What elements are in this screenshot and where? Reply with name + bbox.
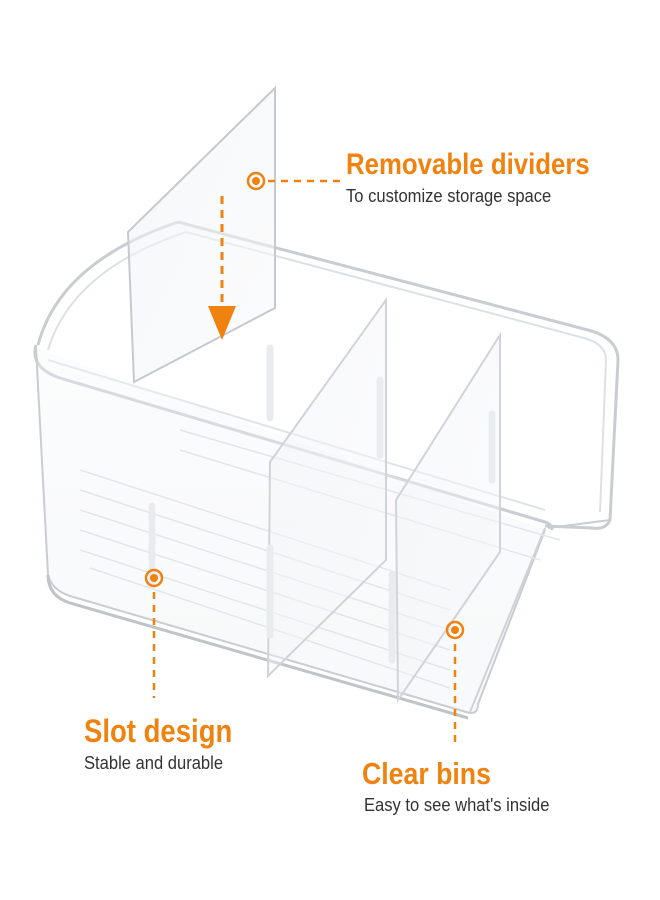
callout-marker-slot — [144, 568, 164, 698]
callout-title: Removable dividers — [346, 148, 590, 181]
callout-marker-dividers — [246, 171, 343, 191]
callout-subtitle: To customize storage space — [346, 186, 552, 206]
removable-divider — [126, 85, 276, 384]
callout-subtitle: Easy to see what's inside — [364, 795, 550, 815]
insert-arrow-icon — [208, 196, 236, 340]
callout-clear-bins: Clear bins Easy to see what's inside — [362, 758, 566, 816]
callout-title: Slot design — [84, 713, 233, 749]
callout-slot-design: Slot design Stable and durable — [84, 715, 256, 774]
callout-title: Clear bins — [362, 756, 491, 791]
callout-subtitle: Stable and durable — [84, 753, 224, 773]
callout-removable-dividers: Removable dividers To customize storage … — [346, 150, 629, 207]
fixed-dividers — [266, 296, 501, 704]
callout-marker-clear — [445, 620, 465, 745]
slot-posts — [148, 344, 496, 664]
